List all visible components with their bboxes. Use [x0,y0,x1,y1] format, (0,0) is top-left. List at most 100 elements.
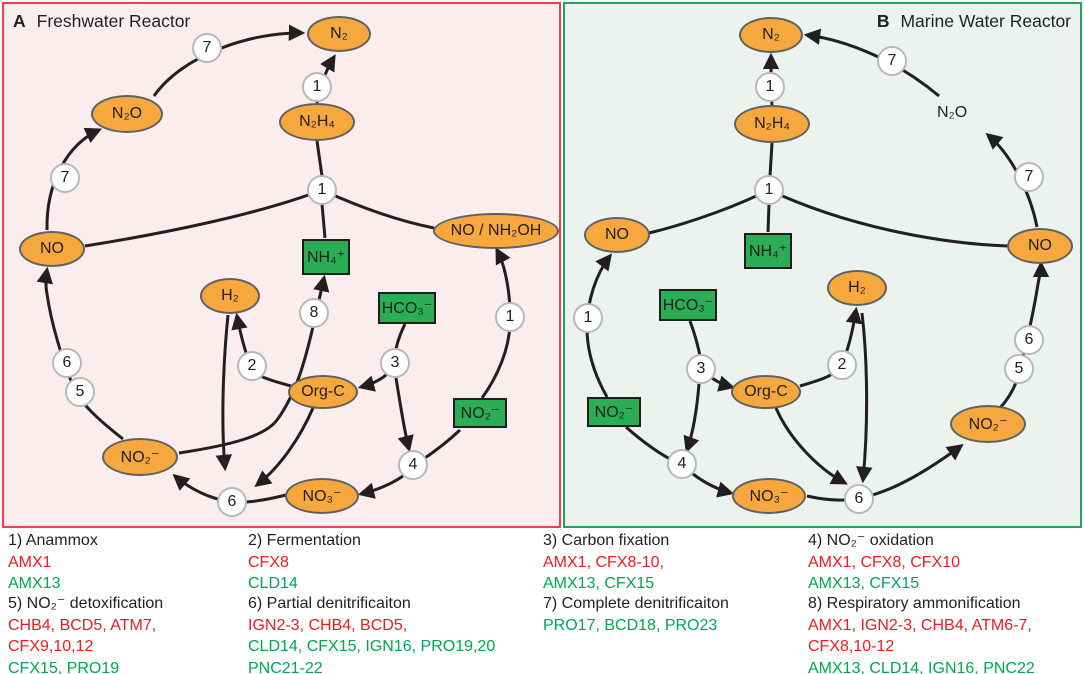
edge-no2-to-no [36,266,124,441]
edge-n2o-to-n2 [803,28,940,98]
legend-line: CHB4, BCD5, ATM7, [8,616,157,634]
node-no3: NO₃⁻ [285,478,359,514]
step-circle-2: 2 [827,350,857,380]
legend-item-respiratory-ammonification: 8) Respiratory ammonification AMX1, IGN2… [808,593,1084,674]
legend-header: 8) Respiratory ammonification [808,595,1021,612]
legend-line: PRO17, BCD18, PRO23 [543,616,718,634]
panel-a-title: A Freshwater Reactor [13,11,190,32]
step-circle-1: 1 [573,303,603,333]
node-no-nh2oh: NO / NH₂OH [433,213,559,249]
edge-step4-to-no3 [357,474,404,499]
node-org-c: Org-C [731,375,801,409]
legend-line: CFX15, PRO19 [8,659,120,674]
edge-junction-to-no [84,188,323,248]
box-no2: NO₂⁻ [453,398,507,428]
panel-b-label: B [876,11,890,31]
node-no-left: NO [584,217,650,253]
edge-junction-to-no-left [648,188,770,235]
box-hco3: HCO₃⁻ [659,289,717,321]
node-org-c: Org-C [288,375,358,409]
legend-item-carbon-fixation: 3) Carbon fixation AMX1, CFX8-10, AMX13,… [543,530,808,593]
node-n2h4: N₂H₄ [734,105,810,143]
step-circle-4: 4 [398,450,428,480]
box-hco3: HCO₃⁻ [378,292,436,324]
edge-step4-to-no3 [692,472,735,498]
node-no-right: NO [1007,228,1073,264]
legend-header: 5) NO₂⁻ detoxification [8,595,164,612]
node-no2: NO₂⁻ [102,438,178,476]
node-no: NO [19,231,85,267]
box-nh4: NH₄⁺ [744,233,792,269]
legend: 1) Anammox AMX1 AMX13 2) Fermentation CF… [0,530,1084,674]
panel-a-title-text: Freshwater Reactor [36,11,191,31]
legend-line: AMX1, CFX8, CFX10 [808,553,961,571]
legend-line: CFX9,10,12 [8,638,94,655]
step-circle-7: 7 [1014,162,1044,192]
step-circle-3: 3 [380,348,410,378]
panel-freshwater-reactor: A Freshwater Reactor [2,2,561,528]
legend-line: CLD14 [248,575,298,592]
step-circle-1: 1 [754,175,784,205]
edge-junction-to-no-nh2oh [321,188,435,230]
edge-n2h4-to-junction [768,142,774,177]
edge-step3-to-step4 [394,377,414,453]
edge-junction-to-no-right [768,188,1009,248]
legend-item-no2-oxidation: 4) NO₂⁻ oxidation AMX1, CFX8, CFX10 AMX1… [808,530,1084,593]
edge-junction-to-nh4 [320,203,327,239]
panel-a-label: A [13,11,26,31]
node-n2o: N₂O [91,95,163,133]
legend-line: AMX13, CFX15 [543,575,655,592]
edge-n2o-to-n2 [152,24,306,97]
node-no2: NO₂⁻ [950,405,1026,443]
legend-item-anammox: 1) Anammox AMX1 AMX13 [8,530,248,593]
edge-no2box-to-step4 [624,425,673,462]
step-circle-1: 1 [755,72,785,102]
edge-n2h4-to-junction [315,140,324,177]
edge-step3-to-step4 [683,383,701,454]
step-circle-5: 5 [65,377,95,407]
step-circle-1: 1 [495,302,525,332]
step-circle-7: 7 [50,163,80,193]
step-circle-1: 1 [302,72,332,102]
node-n2h4: N₂H₄ [279,103,355,141]
legend-item-fermentation: 2) Fermentation CFX8 CLD14 [248,530,543,593]
legend-item-no2-detoxification: 5) NO₂⁻ detoxification CHB4, BCD5, ATM7,… [8,593,248,674]
step-circle-2: 2 [237,351,267,381]
box-nh4: NH₄⁺ [302,239,350,275]
legend-line: CLD14, CFX15, IGN16, PRO19,20 [248,638,496,655]
legend-header: 6) Partial denitrificaiton [248,595,411,612]
legend-line: AMX13 [8,575,61,592]
legend-line: AMX13, CFX15 [808,575,920,592]
step-circle-3: 3 [686,354,716,384]
legend-line: CFX8,10-12 [808,638,895,655]
step-circle-6: 6 [844,484,874,514]
step-circle-8: 8 [299,298,329,328]
edge-h2-to-junction6 [215,314,233,472]
edge-h2-to-junction6 [856,312,873,484]
legend-header: 3) Carbon fixation [543,532,670,549]
node-h2: H₂ [827,270,887,306]
edge-orgc-to-junction6 [774,407,848,485]
label-n2o: N₂O [937,104,968,121]
panel-b-title-text: Marine Water Reactor [900,11,1071,31]
edge-no2box-to-step4 [421,428,462,462]
legend-line: PNC21-22 [248,659,323,674]
node-no3: NO₃⁻ [732,478,806,514]
legend-line: AMX1 [8,553,52,571]
step-circle-6: 6 [1014,325,1044,355]
panel-b-title: B Marine Water Reactor [877,11,1071,32]
legend-line: CFX8 [248,553,289,571]
legend-header: 7) Complete denitrificaiton [543,595,729,612]
legend-line: IGN2-3, CHB4, BCD5, [248,616,408,634]
legend-line: AMX13, CLD14, IGN16, PNC22 [808,659,1035,674]
panel-a-edges-layer [36,24,512,504]
box-no2: NO₂⁻ [587,397,641,427]
node-n2: N₂ [307,16,371,52]
step-circle-1: 1 [307,175,337,205]
step-circle-7: 7 [877,46,907,76]
panel-b-edges-layer [585,28,1050,502]
step-circle-6: 6 [52,348,82,378]
edge-orgc-to-junction6 [254,407,315,488]
legend-line: AMX1, IGN2-3, CHB4, ATM6-7, [808,616,1032,634]
